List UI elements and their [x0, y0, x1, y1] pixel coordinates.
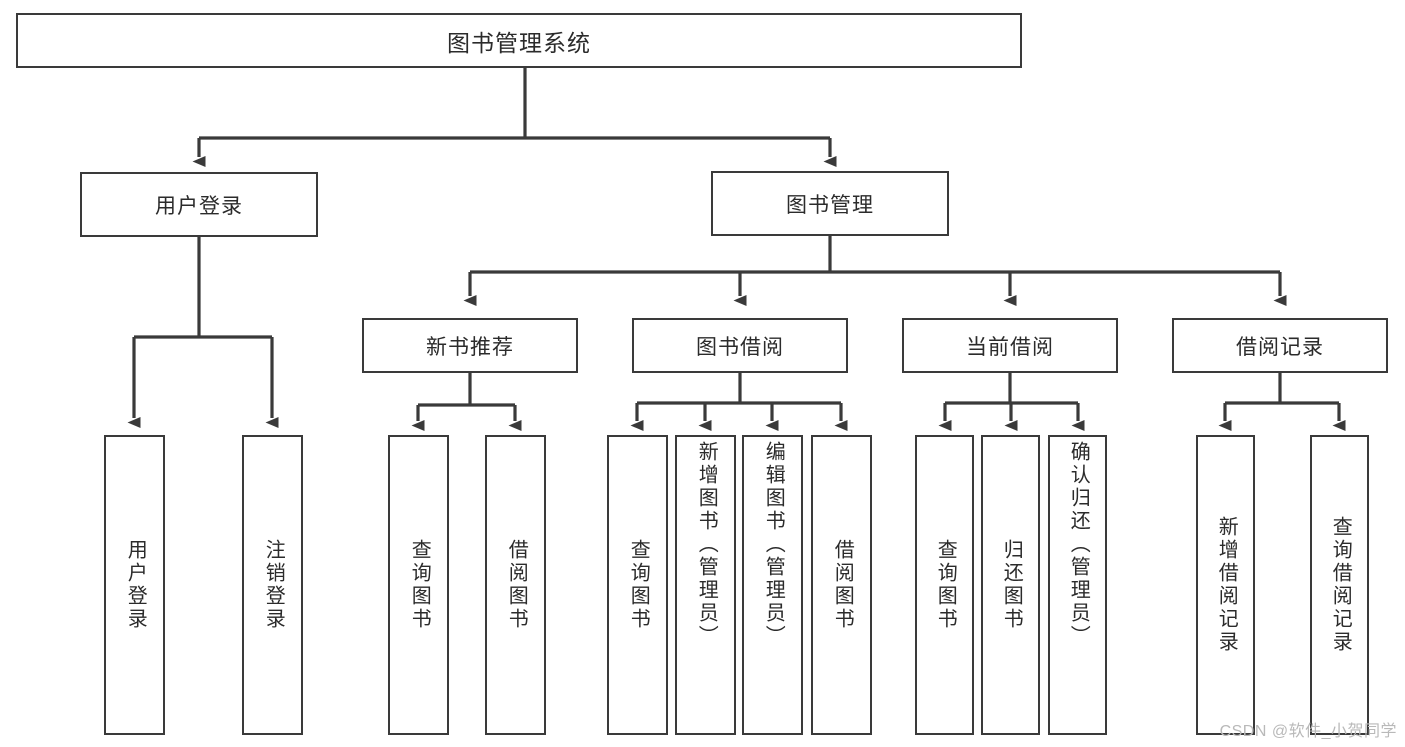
node-book-manage-label: 图书管理: [786, 193, 874, 217]
node-leaf-borrow-book-1-label: 借阅图书: [505, 539, 528, 631]
node-new-book-rec-label: 新书推荐: [426, 335, 514, 359]
node-leaf-logout[interactable]: 注销登录: [242, 435, 303, 735]
node-leaf-query-book-2[interactable]: 查询图书: [607, 435, 668, 735]
node-leaf-logout-label: 注销登录: [262, 539, 285, 631]
node-leaf-query-book-1[interactable]: 查询图书: [388, 435, 449, 735]
node-leaf-borrow-book-1[interactable]: 借阅图书: [485, 435, 546, 735]
node-leaf-query-book-2-label: 查询图书: [627, 539, 650, 631]
node-user-login-label: 用户登录: [155, 194, 243, 218]
node-leaf-edit-book-admin-label: 编辑图书（管理员）: [762, 441, 785, 648]
node-leaf-user-login-label: 用户登录: [124, 539, 147, 631]
node-borrow-record[interactable]: 借阅记录: [1172, 318, 1388, 373]
node-leaf-user-login[interactable]: 用户登录: [104, 435, 165, 735]
node-leaf-add-book-admin-label: 新增图书（管理员）: [695, 441, 718, 648]
watermark: CSDN @软件_小贺同学: [1219, 723, 1397, 740]
node-leaf-add-record[interactable]: 新增借阅记录: [1196, 435, 1255, 735]
node-leaf-add-record-label: 新增借阅记录: [1215, 516, 1238, 654]
node-current-borrow[interactable]: 当前借阅: [902, 318, 1118, 373]
node-leaf-confirm-return-admin-label: 确认归还（管理员）: [1067, 441, 1090, 648]
node-leaf-query-record[interactable]: 查询借阅记录: [1310, 435, 1369, 735]
node-leaf-confirm-return-admin[interactable]: 确认归还（管理员）: [1048, 435, 1107, 735]
node-user-login[interactable]: 用户登录: [80, 172, 318, 237]
node-leaf-return-book[interactable]: 归还图书: [981, 435, 1040, 735]
node-leaf-borrow-book-2-label: 借阅图书: [831, 539, 854, 631]
node-new-book-rec[interactable]: 新书推荐: [362, 318, 578, 373]
node-leaf-add-book-admin[interactable]: 新增图书（管理员）: [675, 435, 736, 735]
node-book-borrow-label: 图书借阅: [696, 335, 784, 359]
node-leaf-query-book-3[interactable]: 查询图书: [915, 435, 974, 735]
node-root[interactable]: 图书管理系统: [16, 13, 1022, 68]
node-current-borrow-label: 当前借阅: [966, 335, 1054, 359]
node-leaf-return-book-label: 归还图书: [1000, 539, 1023, 631]
node-leaf-query-book-1-label: 查询图书: [408, 539, 431, 631]
node-book-manage[interactable]: 图书管理: [711, 171, 949, 236]
node-leaf-edit-book-admin[interactable]: 编辑图书（管理员）: [742, 435, 803, 735]
node-book-borrow[interactable]: 图书借阅: [632, 318, 848, 373]
node-leaf-query-book-3-label: 查询图书: [934, 539, 957, 631]
node-leaf-borrow-book-2[interactable]: 借阅图书: [811, 435, 872, 735]
node-borrow-record-label: 借阅记录: [1236, 335, 1324, 359]
node-root-label: 图书管理系统: [447, 29, 591, 56]
node-leaf-query-record-label: 查询借阅记录: [1329, 516, 1352, 654]
